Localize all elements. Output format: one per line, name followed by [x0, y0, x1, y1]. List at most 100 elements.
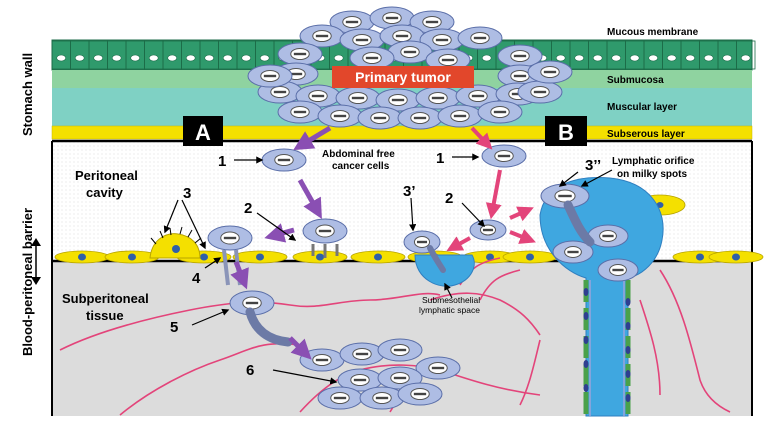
- vessel: [659, 269, 731, 413]
- tumor-cell: [437, 104, 483, 128]
- tumor-cell: [527, 60, 573, 84]
- panel-b-badge: [545, 116, 587, 146]
- vessel: [429, 292, 541, 336]
- label-subperitoneal-1: Subperitoneal: [62, 291, 149, 306]
- mesothelial-cell: [708, 250, 764, 264]
- mesothelial-cell: [350, 250, 406, 264]
- label-lymphatic-orifice-1: Lymphatic orifice: [612, 156, 695, 167]
- free-cancer-cell: [481, 144, 527, 168]
- arrow-to-milky-spot: [509, 206, 534, 222]
- mesothelial-cell: [502, 250, 558, 264]
- label-stomach-wall: Stomach wall: [20, 53, 35, 136]
- arrow-free-to-orifice-b: [485, 169, 502, 220]
- epithelial-cell: [181, 40, 201, 70]
- label-pointers: [163, 153, 613, 385]
- arrow-tumor-to-free-cell-b: [470, 126, 493, 150]
- layer-labels: Mucous membrane Submucosa Muscular layer…: [607, 27, 699, 140]
- step-1-b: 1: [436, 150, 444, 167]
- tumor-cell: [299, 24, 345, 48]
- label-peritoneal-cavity-1: Peritoneal: [75, 168, 138, 183]
- label-blood-peritoneal-barrier: Blood-peritoneal barrier: [20, 208, 35, 356]
- mesothelial-cell: [232, 250, 288, 264]
- tumor-cell: [477, 100, 523, 124]
- tumor-cell: [397, 106, 443, 130]
- arrow-adherent-to-spread: [264, 223, 295, 243]
- adhering-cancer-cell: [302, 218, 348, 244]
- barrier-double-arrow: [31, 238, 41, 285]
- colony-cancer-cell: [359, 386, 405, 410]
- arrow-invade-tissue: [230, 261, 249, 290]
- panel-b-label: B: [558, 120, 574, 145]
- colony-cancer-cell: [317, 386, 363, 410]
- primary-tumor-mass: [247, 6, 573, 130]
- arrow-to-lymph-space: [446, 236, 471, 252]
- step-3: 3: [183, 185, 191, 202]
- tumor-cell: [419, 28, 465, 52]
- tumor-cell: [387, 40, 433, 64]
- mesothelial-cell: [54, 250, 110, 264]
- purple-migration-arrows: [230, 125, 332, 360]
- tumor-cell: [317, 104, 363, 128]
- panel-a-badge: [183, 116, 223, 146]
- invading-cancer-cell: [207, 225, 253, 251]
- mesothelial-cell: [104, 250, 160, 264]
- panel-a-label: A: [195, 120, 211, 145]
- lymph-endothelial-nuclei: [583, 288, 631, 402]
- vessel: [119, 342, 301, 416]
- step-3-double-prime: 3’’: [585, 157, 601, 174]
- arrow-free-to-adherent: [297, 178, 322, 219]
- arrow-tumor-to-free-cell: [293, 125, 332, 151]
- cancer-cell-entering-lymph-space: [403, 230, 441, 254]
- cancer-cell-near-orifice: [469, 219, 507, 241]
- vessel: [519, 339, 541, 406]
- arrow-exit-milky-spot: [509, 229, 536, 244]
- primary-tumor-label: Primary tumor: [355, 69, 451, 85]
- epithelial-cell: [736, 40, 756, 70]
- vessel: [59, 292, 441, 351]
- tumor-cell: [517, 80, 563, 104]
- label-mucous-membrane: Mucous membrane: [607, 27, 699, 38]
- colony-cancer-cell: [337, 368, 383, 392]
- colony-cancer-cell: [397, 382, 443, 406]
- arrow-to-colony: [288, 336, 312, 360]
- tumor-cell: [457, 26, 503, 50]
- step-1-a: 1: [218, 153, 226, 170]
- cancer-cell-in-lymphatic: [587, 224, 629, 248]
- label-free-cells-1: Abdominal free: [322, 149, 395, 160]
- colony-cancer-cell: [415, 356, 461, 380]
- tumor-cell: [349, 46, 395, 70]
- cancer-cell-in-lymphatic: [552, 240, 594, 264]
- cancer-cells: [207, 144, 639, 410]
- tumor-cell: [425, 48, 471, 72]
- step-6: 6: [246, 362, 254, 379]
- tumor-cell: [277, 100, 323, 124]
- label-subserous-layer: Subserous layer: [607, 129, 685, 140]
- cancer-cell-at-milky-spot: [540, 183, 590, 209]
- tumor-cell: [335, 86, 381, 110]
- epithelial-cell: [125, 40, 145, 70]
- label-lymphatic-orifice-2: on milky spots: [617, 169, 687, 180]
- step-5: 5: [170, 319, 178, 336]
- lymphatic-vessel: [539, 176, 664, 417]
- free-cancer-cell: [261, 148, 307, 172]
- pink-lymphatic-arrows: [446, 126, 536, 252]
- tumor-cell: [357, 106, 403, 130]
- label-submucosa: Submucosa: [607, 75, 664, 86]
- tumor-cell: [375, 88, 421, 112]
- step-2-a: 2: [244, 200, 252, 217]
- colony-cancer-cell: [377, 338, 423, 362]
- tumor-cell: [497, 44, 543, 68]
- step-4: 4: [192, 270, 201, 287]
- label-subperitoneal-2: tissue: [86, 308, 124, 323]
- label-muscular-layer: Muscular layer: [607, 102, 677, 113]
- label-lymph-space-1: Submesothelial: [422, 295, 480, 305]
- tumor-cell: [247, 64, 293, 88]
- vessel: [639, 299, 661, 396]
- milky-spot-lymph-head: [539, 176, 664, 417]
- label-free-cells-2: cancer cells: [332, 161, 390, 172]
- cancer-cell-in-lymphatic: [597, 258, 639, 282]
- step-3-prime: 3’: [403, 183, 416, 200]
- tumor-cell: [455, 84, 501, 108]
- epithelial-cell: [569, 40, 589, 70]
